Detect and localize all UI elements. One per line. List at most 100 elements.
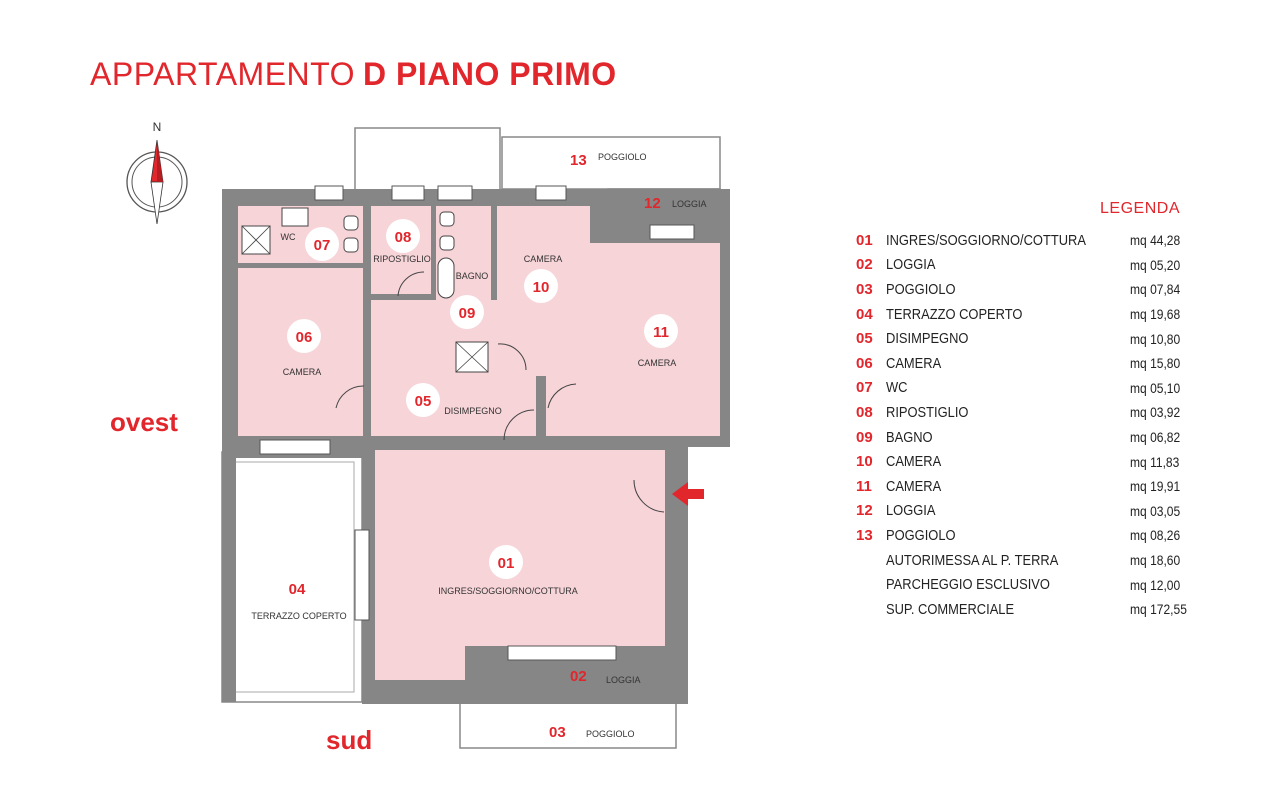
room-06-label: CAMERA (283, 367, 322, 377)
room-03-label: POGGIOLO (586, 729, 635, 739)
legend-row-number: 03 (856, 280, 873, 298)
legend-row-value: mq 19,91 (1130, 478, 1181, 495)
legend-row-name: TERRAZZO COPERTO (886, 305, 1023, 323)
legend-row: 13 POGGIOLO mq 08,26 (856, 523, 1206, 548)
title-prefix: APPARTAMENTO (90, 56, 356, 92)
legend-row: 10 CAMERA mq 11,83 (856, 449, 1206, 474)
legend-row-value: mq 06,82 (1130, 429, 1181, 446)
legend-row-value: mq 172,55 (1130, 601, 1187, 618)
legend-row: 08 RIPOSTIGLIO mq 03,92 (856, 400, 1206, 425)
legend-row: 03 POGGIOLO mq 07,84 (856, 277, 1206, 302)
legend-row-value: mq 05,10 (1130, 379, 1181, 396)
legend-row-value: mq 19,68 (1130, 306, 1181, 323)
room-03-area (459, 697, 677, 749)
room-04-number: 04 (289, 581, 306, 598)
room-03-number: 03 (549, 724, 566, 741)
room-13-number: 13 (570, 152, 587, 169)
room-08-label: RIPOSTIGLIO (373, 254, 431, 264)
legend-row: 06 CAMERA mq 15,80 (856, 351, 1206, 376)
legend-row-number: 11 (856, 477, 872, 495)
legend-row-number: 06 (856, 354, 873, 372)
room-07-number: 07 (314, 237, 331, 254)
room-04-area (221, 451, 363, 703)
room-05-number: 05 (415, 393, 432, 410)
room-12-number: 12 (644, 195, 661, 212)
compass-icon (126, 139, 188, 225)
legend-row-value: mq 08,26 (1130, 527, 1181, 544)
legend-row: PARCHEGGIO ESCLUSIVO mq 12,00 (856, 572, 1206, 597)
legend-row-number: 04 (856, 305, 873, 323)
room-12-label: LOGGIA (672, 199, 707, 209)
legend-row: 04 TERRAZZO COPERTO mq 19,68 (856, 302, 1206, 327)
room-02-label: LOGGIA (606, 675, 641, 685)
legend-row-name: RIPOSTIGLIO (886, 403, 969, 421)
legend-row-name: INGRES/SOGGIORNO/COTTURA (886, 231, 1086, 249)
legend: LEGENDA 01 INGRES/SOGGIORNO/COTTURA mq 44,… (856, 200, 1206, 622)
legend-row-name: CAMERA (886, 354, 942, 372)
legend-title: LEGENDA (1100, 200, 1180, 217)
room-10-label: CAMERA (524, 254, 563, 264)
legend-row-value: mq 12,00 (1130, 576, 1181, 593)
legend-row-number: 12 (856, 502, 873, 520)
legend-row-value: mq 44,28 (1130, 232, 1181, 249)
legend-row-number: 10 (856, 453, 873, 471)
entrance-arrow-icon (672, 482, 704, 506)
legend-row-name: POGGIOLO (886, 280, 956, 298)
legend-row-value: mq 03,05 (1130, 502, 1181, 519)
legend-row-number: 13 (856, 526, 873, 544)
legend-row-value: mq 05,20 (1130, 256, 1181, 273)
room-11-fill (546, 243, 720, 436)
legend-row-number: 08 (856, 403, 873, 421)
room-13-area (501, 136, 721, 190)
legend-row-name: PARCHEGGIO ESCLUSIVO (886, 576, 1050, 594)
room-11-number: 11 (653, 324, 669, 341)
room-07-label: WC (281, 232, 296, 242)
legend-row-number: 01 (856, 231, 873, 249)
legend-row: SUP. COMMERCIALE mq 172,55 (856, 597, 1206, 622)
room-09-number: 09 (459, 305, 476, 322)
room-11-label: CAMERA (638, 358, 677, 368)
upper-void (354, 127, 501, 191)
room-04-label: TERRAZZO COPERTO (251, 611, 346, 621)
room-01-fill (375, 450, 665, 646)
room-05-label: DISIMPEGNO (444, 406, 502, 416)
legend-row-name: DISIMPEGNO (886, 330, 969, 348)
legend-row-value: mq 10,80 (1130, 330, 1181, 347)
title-apartment: D PIANO PRIMO (363, 56, 617, 92)
legend-row-name: CAMERA (886, 477, 942, 495)
legend-row: 07 WC mq 05,10 (856, 376, 1206, 401)
legend-row-value: mq 15,80 (1130, 355, 1181, 372)
legend-row-name: BAGNO (886, 428, 933, 446)
legend-row-number: 07 (856, 379, 873, 397)
legend-row-value: mq 18,60 (1130, 552, 1181, 569)
legend-row-name: AUTORIMESSA AL P. TERRA (886, 551, 1059, 569)
legend-row-number: 02 (856, 256, 873, 274)
legend-row: 11 CAMERA mq 19,91 (856, 474, 1206, 499)
room-09-label: BAGNO (456, 271, 489, 281)
legend-row-name: SUP. COMMERCIALE (886, 600, 1015, 618)
legend-row-value: mq 07,84 (1130, 281, 1181, 298)
room-06-number: 06 (296, 329, 313, 346)
room-01-number: 01 (498, 555, 515, 572)
legend-row-name: WC (886, 379, 908, 397)
room-13-label: POGGIOLO (598, 152, 647, 162)
legend-row-value: mq 03,92 (1130, 404, 1181, 421)
legend-row: 09 BAGNO mq 06,82 (856, 425, 1206, 450)
room-02-number: 02 (570, 668, 587, 685)
legend-row: 01 INGRES/SOGGIORNO/COTTURA mq 44,28 (856, 228, 1206, 253)
room-08-number: 08 (395, 229, 412, 246)
legend-row: 12 LOGGIA mq 03,05 (856, 499, 1206, 524)
room-10-number: 10 (533, 279, 550, 296)
legend-row-name: LOGGIA (886, 502, 936, 520)
legend-row-value: mq 11,83 (1130, 453, 1180, 470)
legend-row-number: 09 (856, 428, 873, 446)
legend-row-name: CAMERA (886, 453, 942, 471)
legend-row-name: POGGIOLO (886, 526, 956, 544)
west-label: ovest (110, 407, 178, 437)
room-01-label: INGRES/SOGGIORNO/COTTURA (438, 586, 578, 596)
